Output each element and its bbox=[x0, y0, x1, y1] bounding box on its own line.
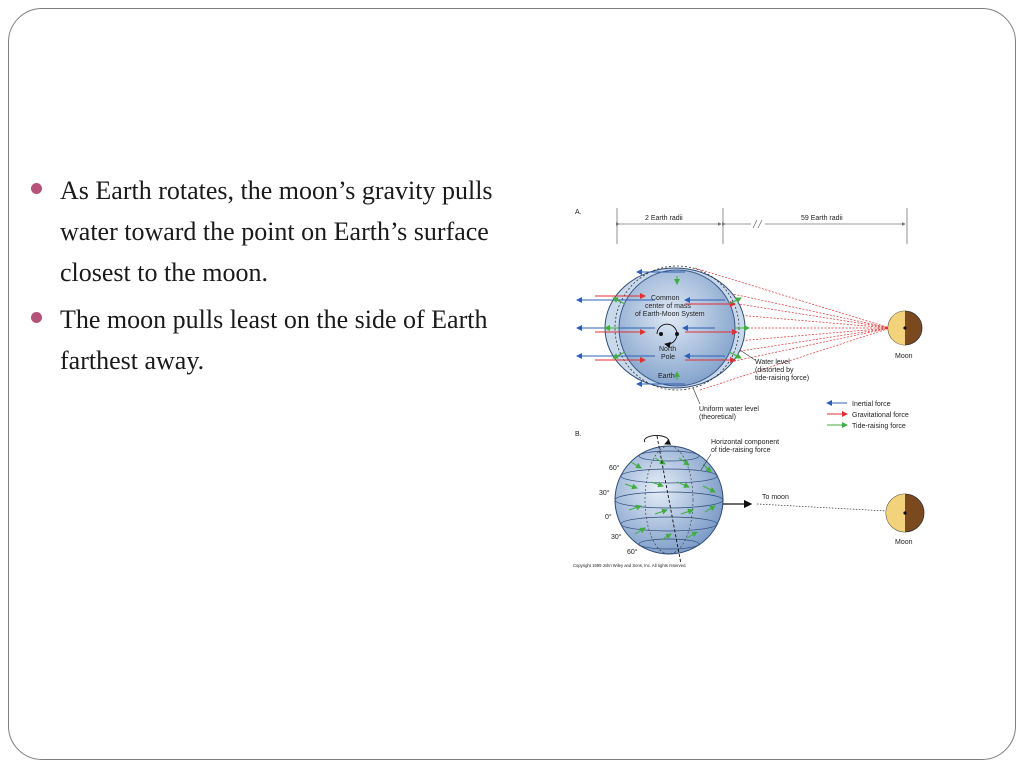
slide-frame bbox=[8, 8, 1016, 760]
panel-a-label: A. bbox=[575, 209, 582, 216]
horizontal-text: Horizontal component bbox=[711, 439, 779, 446]
gravitational-arrows bbox=[595, 293, 738, 363]
horizontal-leader bbox=[700, 453, 712, 471]
legend-tide-raising: Tide-raising force bbox=[852, 423, 906, 430]
north-pole-text: North bbox=[659, 346, 676, 353]
copyright-text: Copyright 1999 John Wiley and Sons, Inc.… bbox=[573, 563, 687, 568]
water-level-text: tide-raising force) bbox=[755, 375, 809, 382]
tide-diagram: A. 2 Earth radii 59 Earth radii bbox=[565, 200, 935, 575]
bullet-dot-icon bbox=[31, 312, 42, 323]
legend-gravitational: Gravitational force bbox=[852, 412, 909, 419]
water-level-leader bbox=[739, 349, 756, 361]
spin-axis bbox=[656, 435, 682, 565]
moon-b bbox=[885, 493, 925, 533]
lat-label: 60° bbox=[609, 464, 620, 472]
bullet-list: As Earth rotates, the moon’s gravity pul… bbox=[30, 170, 510, 387]
rotation-arrow bbox=[656, 323, 678, 349]
moon-label: Moon bbox=[895, 539, 913, 546]
dim-left-label: 2 Earth radii bbox=[645, 215, 683, 222]
water-level-text: Water level bbox=[755, 359, 790, 366]
center-mass-text: of Earth-Moon System bbox=[635, 311, 705, 318]
horizontal-text: of tide-raising force bbox=[711, 447, 771, 454]
water-level-text: (distorted by bbox=[755, 367, 794, 374]
moon-label: Moon bbox=[895, 353, 913, 360]
bullet-item: As Earth rotates, the moon’s gravity pul… bbox=[30, 170, 510, 293]
uniform-text: Uniform water level bbox=[699, 406, 759, 413]
to-moon-label: To moon bbox=[762, 494, 789, 501]
tide-diagram-svg: A. 2 Earth radii 59 Earth radii bbox=[573, 208, 925, 568]
lat-label: 0° bbox=[605, 513, 612, 521]
center-mass-text: Common bbox=[651, 295, 680, 302]
lat-label: 60° bbox=[627, 548, 638, 556]
dimension-bar bbox=[615, 208, 908, 244]
dim-right-label: 59 Earth radii bbox=[801, 215, 843, 222]
uniform-text: (theoretical) bbox=[699, 414, 736, 421]
uniform-leader bbox=[692, 387, 701, 405]
horizontal-component-arrows bbox=[624, 457, 716, 541]
lat-label: 30° bbox=[599, 489, 610, 497]
bullet-text: As Earth rotates, the moon’s gravity pul… bbox=[60, 176, 493, 287]
tide-raising-arrows bbox=[604, 276, 750, 380]
legend: Inertial force Gravitational force Tide-… bbox=[826, 400, 909, 430]
lat-label: 30° bbox=[611, 533, 622, 541]
spin-arrow-icon bbox=[644, 435, 672, 445]
panel-b-label: B. bbox=[575, 431, 582, 438]
bullet-text: The moon pulls least on the side of Eart… bbox=[60, 305, 488, 375]
earth-label: Earth bbox=[658, 373, 675, 380]
to-moon-dotted-line bbox=[756, 503, 888, 512]
bullet-dot-icon bbox=[31, 183, 42, 194]
north-pole-text: Pole bbox=[661, 354, 675, 361]
earth-center bbox=[659, 332, 663, 336]
moon-a bbox=[887, 310, 923, 346]
legend-inertial: Inertial force bbox=[852, 401, 891, 408]
center-mass-text: center of mass bbox=[645, 303, 691, 310]
bullet-item: The moon pulls least on the side of Eart… bbox=[30, 299, 510, 381]
